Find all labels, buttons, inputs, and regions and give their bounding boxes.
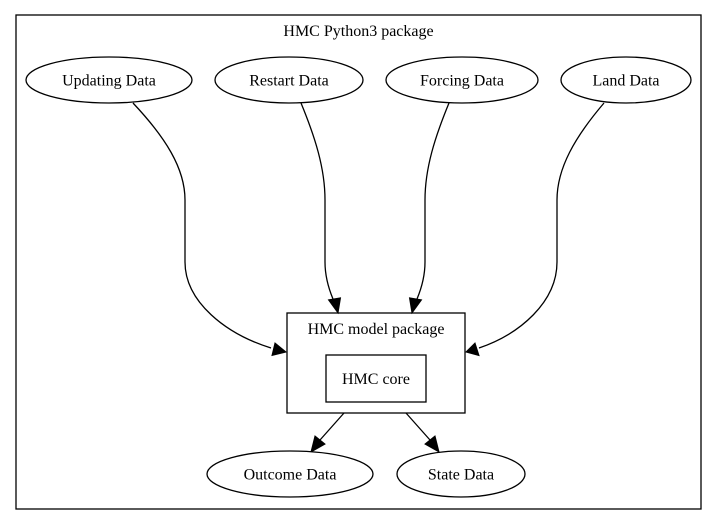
output-node-state: State Data (396, 450, 526, 498)
edge-model-to-state (405, 412, 431, 441)
input-node-land: Land Data (560, 56, 692, 104)
arrowhead-updating-to-model (271, 342, 288, 357)
output-node-outcome-shape (206, 450, 374, 498)
input-node-restart-label: Restart Data (249, 73, 329, 90)
input-node-updating-shape (25, 56, 193, 104)
output-node-outcome-label: Outcome Data (244, 467, 337, 484)
arrowhead-land-to-model (465, 342, 480, 357)
hmc-core-box (325, 354, 427, 403)
arrowhead-restart-to-model (327, 297, 342, 315)
hmc-core-label: HMC core (342, 371, 410, 388)
edge-updating-to-model (132, 102, 272, 349)
output-node-state-label: State Data (428, 467, 494, 484)
model-package-cluster: HMC model package HMC core (286, 312, 466, 414)
outer-cluster-title: HMC Python3 package (283, 23, 433, 40)
input-node-updating: Updating Data (25, 56, 193, 104)
model-package-frame (286, 312, 466, 414)
input-node-land-shape (560, 56, 692, 104)
input-node-forcing-shape (385, 56, 539, 104)
input-node-land-label: Land Data (592, 73, 659, 90)
output-node-outcome: Outcome Data (206, 450, 374, 498)
edge-forcing-to-model (416, 102, 450, 300)
arrowhead-forcing-to-model (408, 297, 423, 315)
edge-land-to-model (478, 102, 605, 349)
input-node-forcing: Forcing Data (385, 56, 539, 104)
model-package-title: HMC model package (308, 321, 445, 338)
arrowhead-model-to-state (424, 435, 440, 454)
arrowhead-model-to-outcome (310, 435, 326, 454)
edge-restart-to-model (300, 102, 334, 300)
input-node-restart: Restart Data (214, 56, 364, 104)
input-node-restart-shape (214, 56, 364, 104)
edges (132, 102, 605, 454)
outer-cluster-frame (15, 14, 702, 510)
output-node-state-shape (396, 450, 526, 498)
input-node-updating-label: Updating Data (62, 73, 156, 90)
outer-cluster: HMC Python3 package (15, 14, 702, 510)
edge-model-to-outcome (319, 412, 345, 441)
input-node-forcing-label: Forcing Data (420, 73, 504, 90)
